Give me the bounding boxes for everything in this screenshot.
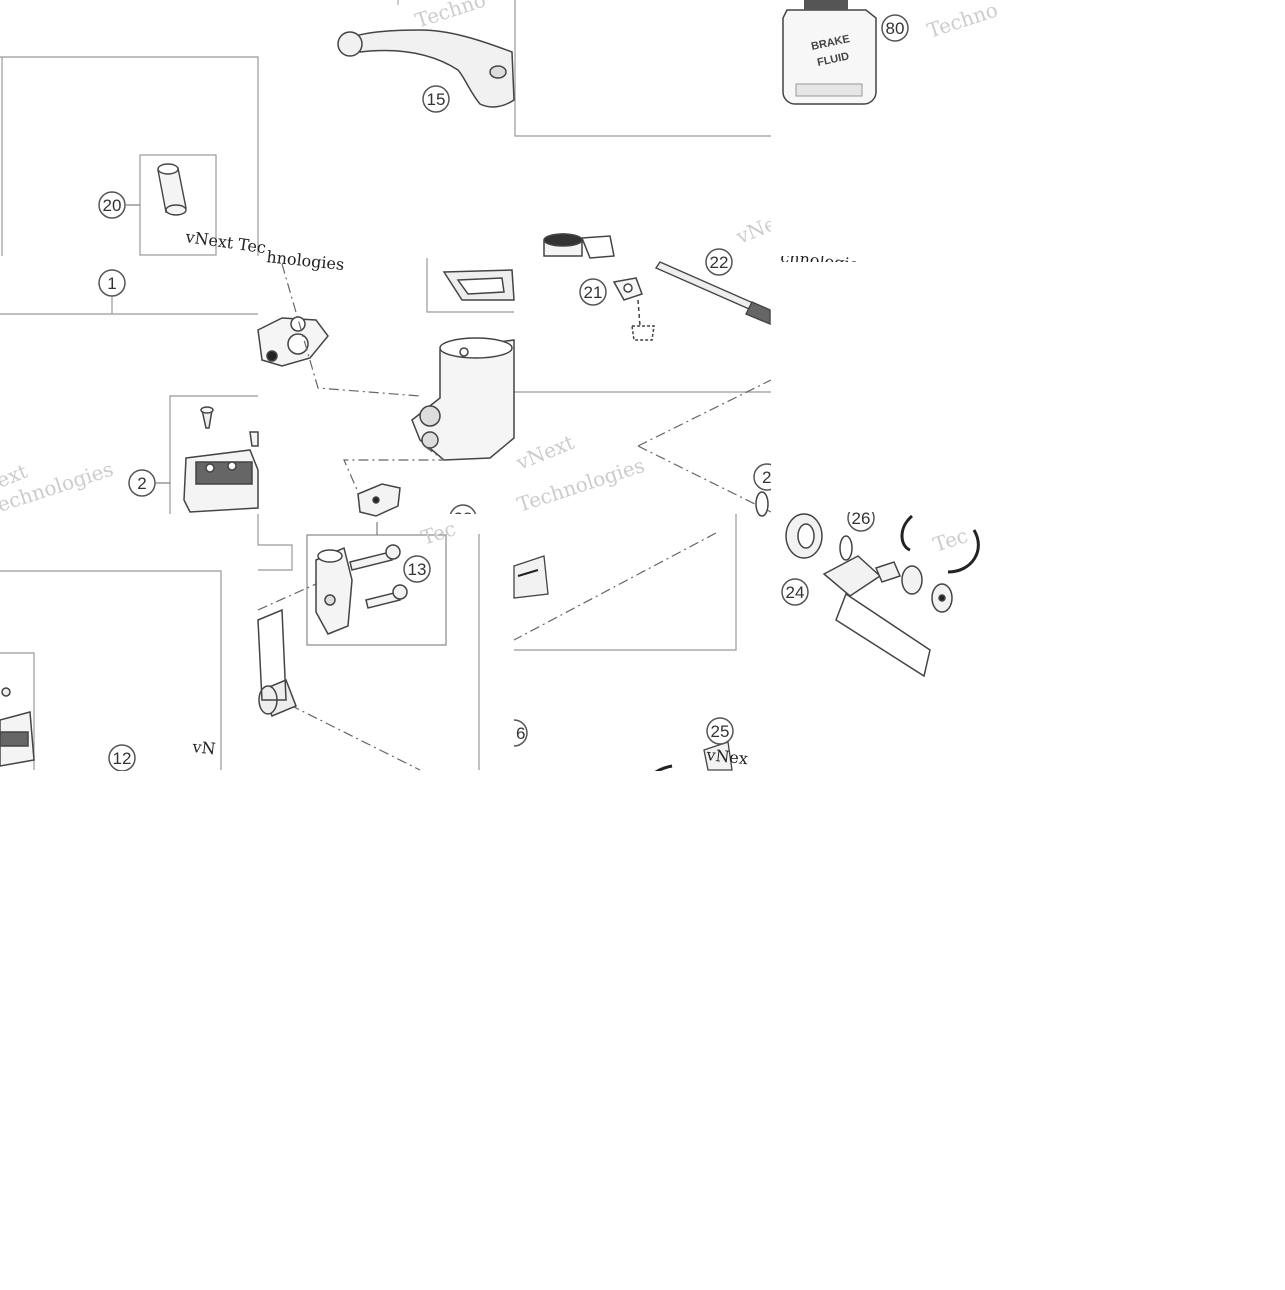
- watermark-text: vN: [191, 737, 217, 758]
- callout-label: 22: [710, 253, 729, 272]
- washer-part-26: [755, 491, 853, 561]
- callout-label: 26: [852, 509, 871, 528]
- callout-label: 80: [886, 19, 905, 38]
- clamp-small-part: [257, 316, 329, 367]
- watermark-text: vNext Tec: [183, 227, 267, 257]
- watermark-text: vNext: [512, 430, 578, 475]
- callout-22: 22: [705, 248, 733, 276]
- banjo-part-24: [785, 513, 931, 678]
- lever-part-15: [337, 29, 515, 108]
- watermark-text: Techno: [924, 0, 1001, 43]
- callout-partial-28: 28: [440, 504, 490, 534]
- dash-lines: [257, 263, 772, 771]
- callout-21: 21: [579, 278, 607, 306]
- callout-label: 24: [786, 583, 805, 602]
- sleeve-part-20: [157, 163, 187, 216]
- callout-13: 13: [403, 555, 431, 583]
- watermark-text: Tec: [418, 516, 459, 550]
- bushing-part-25-lower: [513, 555, 733, 771]
- reservoir-cap-part-12: [0, 687, 35, 767]
- callout-label: 15: [427, 90, 446, 109]
- callout-2: 2: [128, 469, 156, 497]
- watermark-text: hnologies: [266, 247, 346, 274]
- reservoir-cap-part-2: [183, 406, 259, 513]
- callout-label: 1: [107, 274, 116, 293]
- callout-24: 24: [781, 578, 809, 606]
- gasket-plate: [442, 269, 515, 301]
- watermark-text: Techno: [412, 0, 489, 33]
- callout-label: 13: [408, 560, 427, 579]
- watermark-text: Tec: [930, 523, 971, 557]
- master-cylinder-body: [411, 337, 515, 461]
- callout-15: 15: [422, 85, 450, 113]
- rod-part-22: [654, 261, 771, 326]
- frame-lines: [0, 0, 771, 770]
- callout-label: 21: [584, 283, 603, 302]
- cover-clip: [357, 483, 401, 517]
- bolt-part-25: [874, 561, 953, 613]
- callout-25: 25: [706, 717, 734, 745]
- callout-label: 12: [113, 749, 132, 768]
- callout-20: 20: [98, 191, 126, 219]
- callout-label: 20: [103, 196, 122, 215]
- callout-label: 2: [762, 468, 771, 487]
- callout-12: 12: [108, 744, 136, 772]
- callout-label: 25: [711, 722, 730, 741]
- callout-partial-6: 6: [496, 716, 528, 750]
- circlip: [650, 514, 980, 777]
- reservoir-part-21: [543, 233, 655, 341]
- callout-label: 6: [516, 724, 525, 743]
- callout-1: 1: [98, 269, 126, 297]
- watermark-text: vNex: [705, 745, 749, 768]
- callout-label: 2: [137, 474, 146, 493]
- brake-fluid-can-part-80: BRAKE FLUID: [782, 0, 877, 105]
- bushing: [257, 608, 297, 717]
- clamp-part-13: [315, 544, 408, 635]
- callout-80: 80: [881, 14, 909, 42]
